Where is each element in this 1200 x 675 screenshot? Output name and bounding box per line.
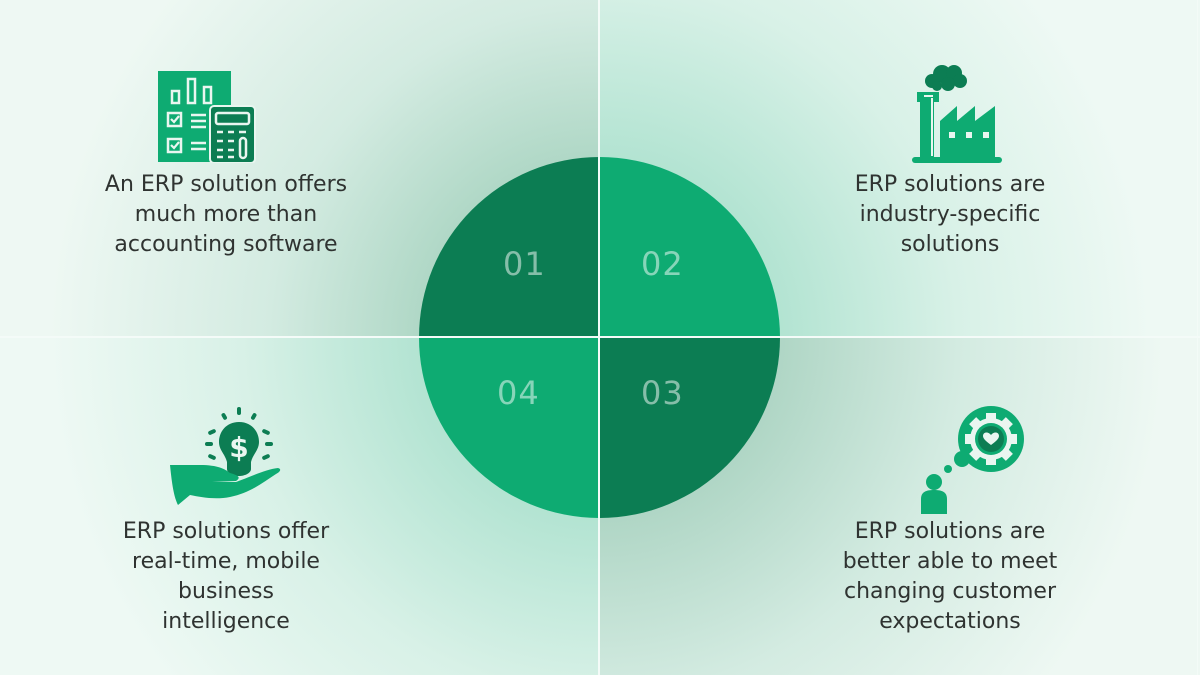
caption-line: An ERP solution offers [104, 172, 348, 197]
caption-line: business [178, 579, 274, 604]
caption-line: industry-specific [859, 202, 1041, 227]
caption-01: An ERP solution offers much more than ac… [46, 170, 406, 260]
numbered-circle: 01 02 04 03 [419, 157, 780, 518]
caption-03: ERP solutions are better able to meet ch… [770, 517, 1130, 637]
customer-gear-heart-icon [921, 406, 1024, 514]
caption-line: ERP solutions are [854, 519, 1046, 544]
right-edge-line [1197, 0, 1198, 675]
circle-horizontal-divider [419, 336, 780, 338]
segment-01 [419, 157, 600, 338]
caption-02: ERP solutions are industry-specific solu… [770, 170, 1130, 260]
caption-line: changing customer [843, 579, 1057, 604]
segment-04 [419, 337, 600, 518]
number-03: 03 [641, 374, 684, 412]
caption-line: intelligence [162, 609, 290, 634]
segment-02 [599, 157, 780, 338]
caption-line: ERP solutions are [854, 172, 1046, 197]
caption-line: better able to meet [842, 549, 1058, 574]
caption-line: solutions [900, 232, 1000, 257]
factory-icon [912, 65, 1002, 163]
caption-line: much more than [134, 202, 318, 227]
report-calculator-icon [158, 71, 256, 163]
segment-03 [599, 337, 780, 518]
number-01: 01 [503, 245, 546, 283]
number-02: 02 [641, 245, 684, 283]
caption-line: expectations [879, 609, 1021, 634]
caption-line: real-time, mobile [132, 549, 320, 574]
number-04: 04 [497, 374, 540, 412]
caption-04: ERP solutions offer real-time, mobile bu… [46, 517, 406, 637]
svg-text:$: $ [229, 431, 248, 464]
caption-line: accounting software [114, 232, 338, 257]
caption-line: ERP solutions offer [122, 519, 330, 544]
hand-dollar-bulb-icon: $ [170, 407, 281, 505]
